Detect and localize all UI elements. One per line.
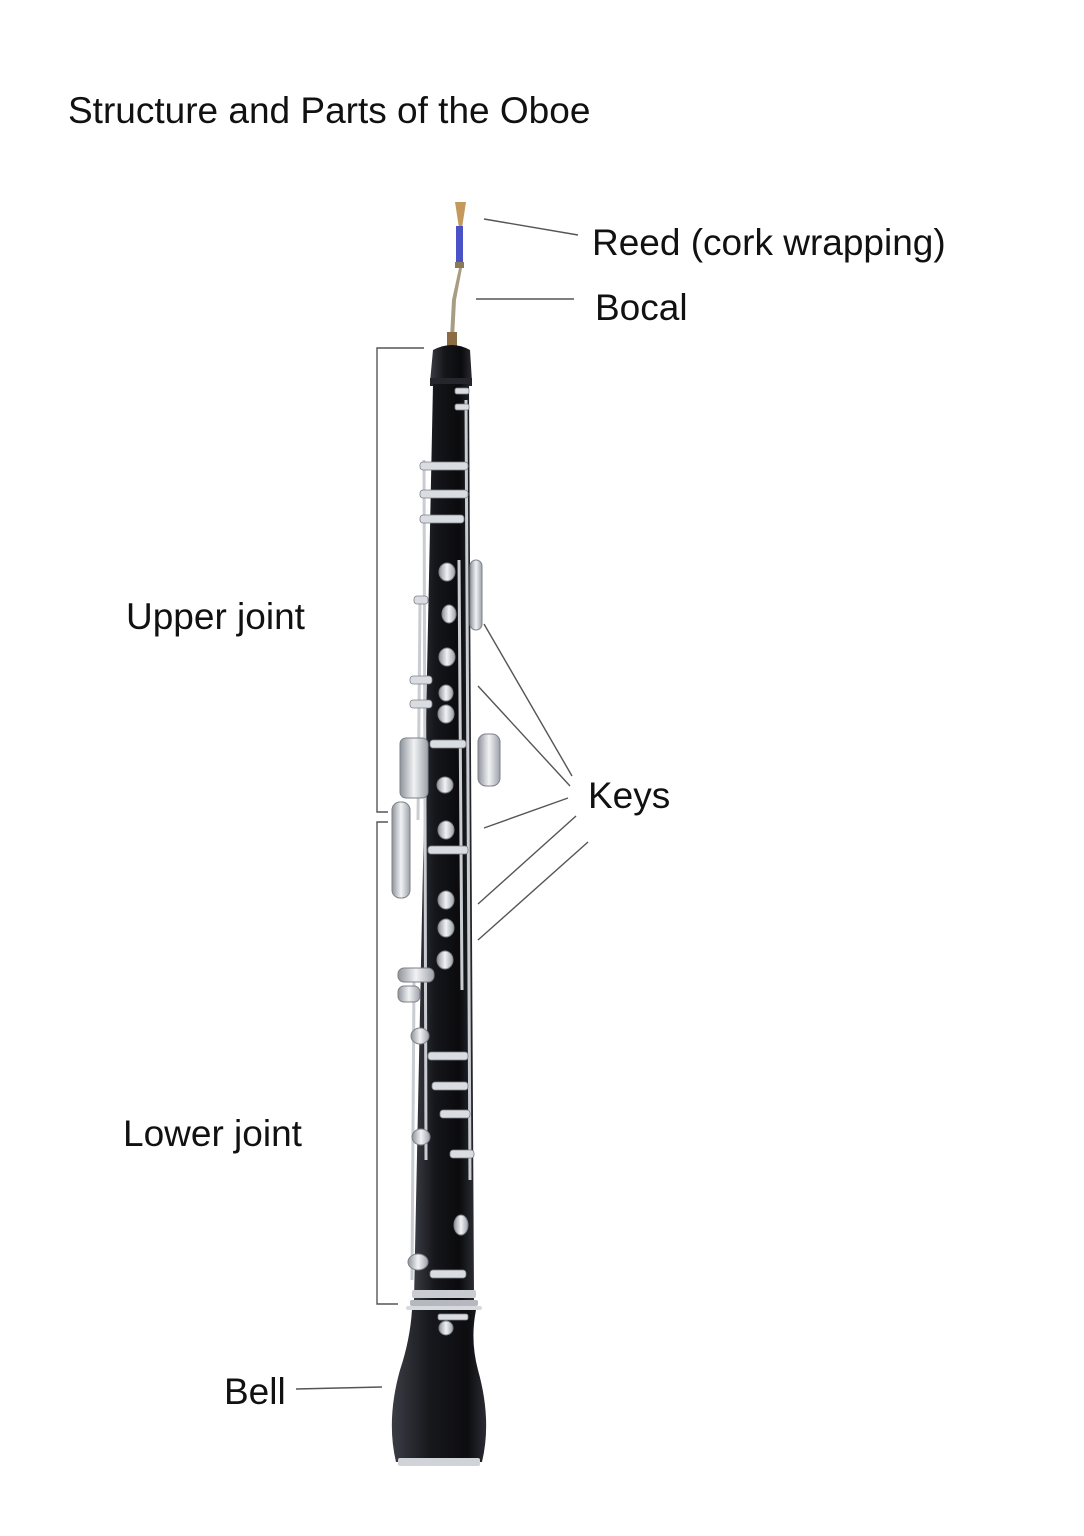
reed — [455, 202, 466, 268]
page-title: Structure and Parts of the Oboe — [68, 92, 590, 129]
leader-keys-3 — [484, 798, 568, 828]
label-lower-joint: Lower joint — [123, 1115, 302, 1152]
leader-bell — [296, 1387, 382, 1389]
label-bocal: Bocal — [595, 289, 688, 326]
label-keys: Keys — [588, 777, 670, 814]
leader-keys-5 — [478, 842, 588, 940]
bell — [392, 1310, 486, 1462]
label-reed: Reed (cork wrapping) — [592, 224, 946, 261]
leader-keys-4 — [478, 816, 576, 904]
bocal-cork — [447, 332, 457, 346]
label-upper-joint: Upper joint — [126, 598, 305, 635]
leader-reed — [484, 219, 578, 235]
bocal — [450, 268, 462, 338]
label-bell: Bell — [224, 1373, 286, 1410]
